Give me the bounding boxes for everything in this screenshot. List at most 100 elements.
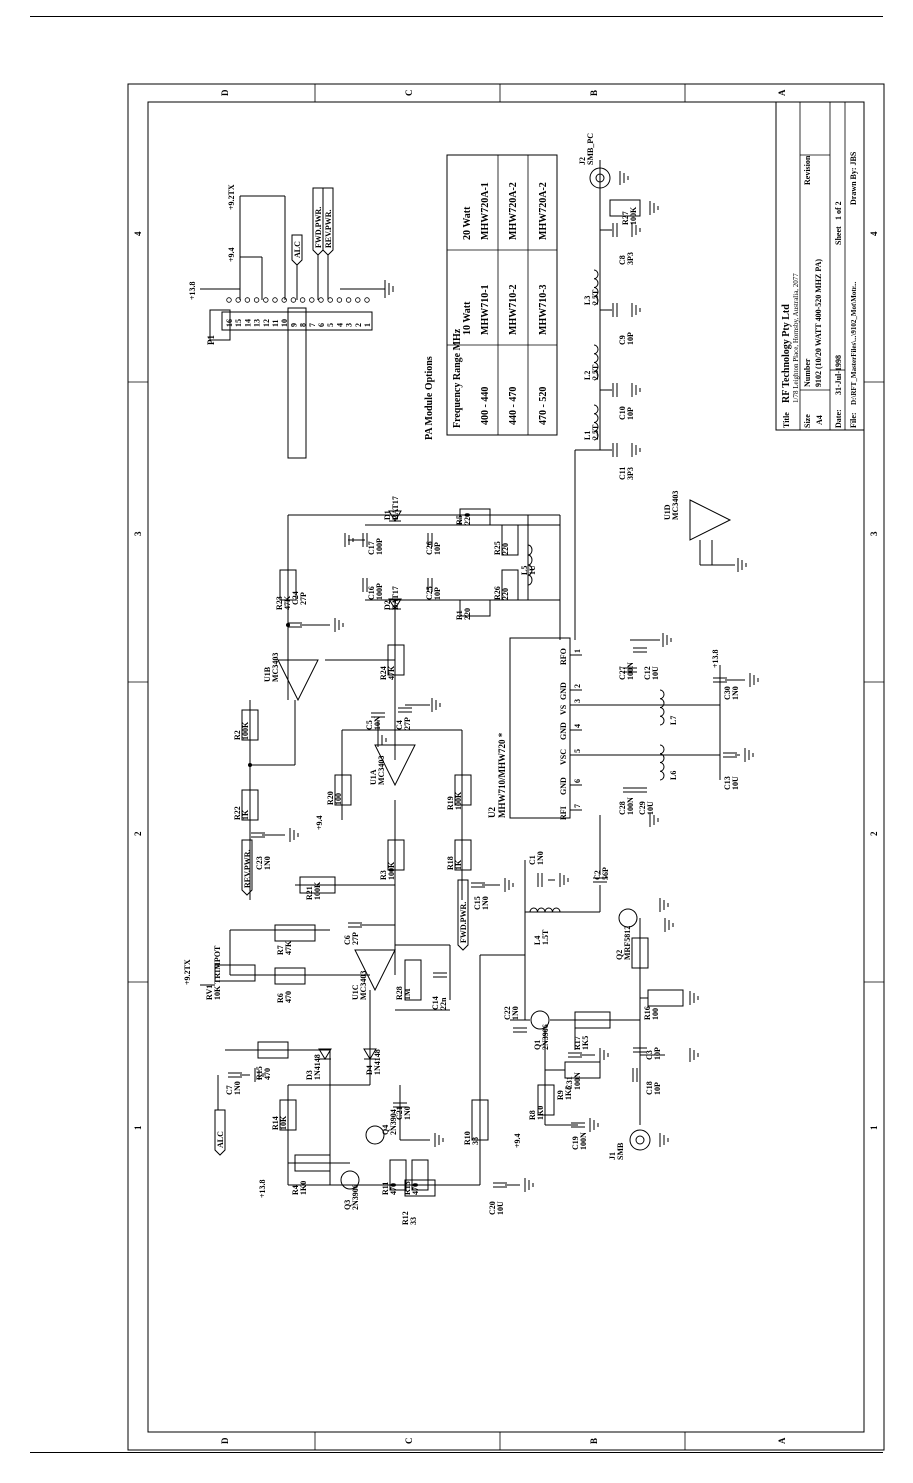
r1-symbol <box>459 599 491 617</box>
component-ref-r7: R7 <box>276 945 285 955</box>
component-ref-c4: C4 <box>395 720 404 730</box>
zone-number-right-3: 3 <box>869 531 879 536</box>
component-ref-l7: L7 <box>669 716 678 725</box>
q3-symbol <box>340 1170 360 1190</box>
component-ref-j1: J1 <box>608 1152 617 1160</box>
component-ref-r15: R15 <box>255 1066 264 1080</box>
component-value-r23: 47K <box>283 595 292 610</box>
alc-flag-top: ALC <box>293 241 302 258</box>
zone-number-left-3: 3 <box>133 531 143 536</box>
u1d-symbol <box>689 499 732 541</box>
l4-symbol <box>529 907 561 913</box>
u1b-symbol <box>277 659 319 702</box>
date-label: Date: <box>834 409 843 428</box>
component-value-c17: 100P <box>375 538 384 555</box>
component-value-r4: 1K0 <box>299 1181 308 1195</box>
r18-symbol <box>454 839 472 871</box>
component-ref-c27: C27 <box>618 666 627 680</box>
component-value-r9: 1K5 <box>564 1086 573 1100</box>
component-value-c28: 100N <box>626 797 635 815</box>
p1-pin-number: 2 <box>354 323 363 327</box>
component-ref-j2: J2 <box>578 157 587 165</box>
p1-pin-number: 3 <box>345 323 354 327</box>
component-ref-u1a: U1A <box>369 769 378 785</box>
component-ref-r13: R13 <box>403 1181 412 1195</box>
component-value-r1: 220 <box>463 608 472 620</box>
component-value-r3: 100K <box>387 861 396 880</box>
component-value-d3: 1N4148 <box>313 1054 322 1080</box>
component-value-c5: 10N <box>373 716 382 730</box>
q4-symbol <box>365 1125 385 1145</box>
rev-pwr-flag-top: REV.PWR. <box>324 209 333 248</box>
p1-pin-number: 14 <box>243 319 252 327</box>
r23-symbol <box>279 569 297 601</box>
component-ref-l6: L6 <box>669 771 678 780</box>
component-ref-l5: L5 <box>520 566 529 575</box>
zone-letter-bottom-b: B <box>589 1438 599 1444</box>
j1-symbol <box>635 1135 645 1145</box>
sheet-label: Sheet <box>834 226 843 245</box>
component-ref-c23: C23 <box>255 856 264 870</box>
component-ref-r19: R19 <box>446 796 455 810</box>
u2-pin-number: 6 <box>573 779 582 783</box>
net-92tx-rv1: +9.2TX <box>183 959 192 985</box>
r9-symbol <box>564 1061 601 1079</box>
r6-symbol <box>274 967 306 985</box>
zone-number-right-4: 4 <box>869 231 879 236</box>
p1-pin-number: 10 <box>280 319 289 327</box>
component-value-c19: 100N <box>579 1132 588 1150</box>
r21-symbol <box>299 876 336 894</box>
net-label-94-p1: +9.4 <box>227 247 236 262</box>
component-ref-d2: D2 <box>383 600 392 610</box>
component-value-c12: 10U <box>651 666 660 680</box>
component-value-c1: 1N0 <box>536 851 545 865</box>
component-value-r21: 100K <box>313 881 322 900</box>
pa-row3-freq: 470 - 520 <box>538 387 549 425</box>
component-value-r16: 100 <box>651 1008 660 1020</box>
component-ref-q3: Q3 <box>343 1200 352 1210</box>
component-ref-c1: C1 <box>528 855 537 865</box>
component-value-c22: 1N0 <box>511 1006 520 1020</box>
component-ref-r14: R14 <box>271 1116 280 1130</box>
pa-row2-10w: MHW710-2 <box>508 284 519 335</box>
pa-row1-20w: MHW720A-1 <box>480 182 491 240</box>
component-value-q2: MRF5812 <box>623 926 632 960</box>
component-ref-r6: R6 <box>276 993 285 1003</box>
component-ref-c12: C12 <box>643 666 652 680</box>
zone-letter-top-b: B <box>589 90 599 96</box>
component-value-l1: 2.5T <box>591 424 600 440</box>
page-header-rule <box>30 16 883 17</box>
component-ref-c21: C21 <box>395 1106 404 1120</box>
u2-pin-name: RFO <box>559 648 568 665</box>
r20-symbol <box>334 774 352 806</box>
r11-symbol <box>389 1159 407 1191</box>
component-ref-r26: R26 <box>493 586 502 600</box>
p1-pin-circle <box>345 297 352 303</box>
component-value-r18: 1K <box>454 859 463 870</box>
r8-symbol <box>537 1084 555 1116</box>
component-ref-r17: R17 <box>573 1036 582 1050</box>
p1-pin-number: 7 <box>308 323 317 327</box>
component-value-q3: 2N3906 <box>351 1184 360 1210</box>
pa-options-table: PA Module Options Frequency Range MHz 10… <box>424 154 558 440</box>
net-94-r8: +9.4 <box>513 1133 522 1148</box>
component-ref-r22: R22 <box>233 806 242 820</box>
zone-ticks <box>128 84 884 1450</box>
component-value-u1d: MC3403 <box>671 491 680 520</box>
component-value-r19: 100K <box>454 791 463 810</box>
component-value-l5: 1U <box>528 565 537 575</box>
size-label: Size <box>803 414 812 428</box>
component-ref-r11: R11 <box>381 1182 390 1195</box>
component-value-c27: 100N <box>626 662 635 680</box>
u2-pin-name: GND <box>559 777 568 795</box>
component-value-q4: 2N3904 <box>389 1109 398 1135</box>
p1-pin-circle <box>327 297 333 303</box>
pa-module-u2: U2 MHW710/MHW720 * 1RFO2GND3VS4GND5VSC6G… <box>487 637 582 820</box>
component-ref-l2: L2 <box>583 371 592 380</box>
p1-pin-circle <box>355 297 361 303</box>
r16-symbol <box>647 989 684 1007</box>
component-value-r15: 470 <box>263 1068 272 1080</box>
r19-symbol <box>454 774 472 806</box>
pa-row2-freq: 440 - 470 <box>508 387 519 425</box>
